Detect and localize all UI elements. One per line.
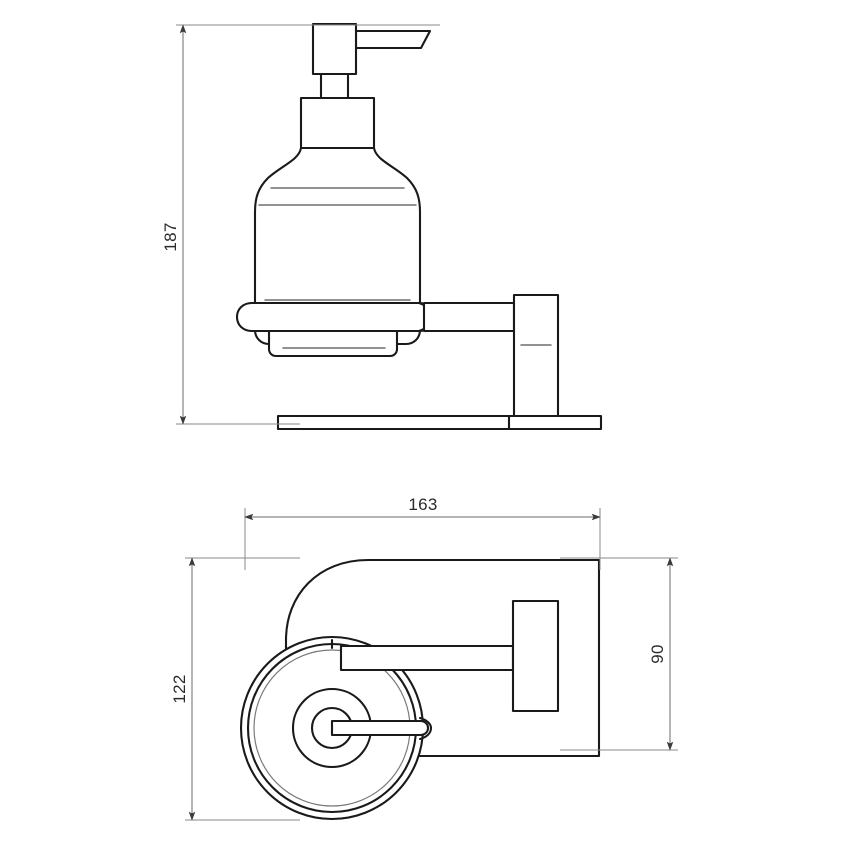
pump-head-block bbox=[311, 22, 358, 76]
side-plan-view: 163 122 90 bbox=[170, 495, 678, 821]
front-elevation-view: 187 bbox=[161, 22, 603, 431]
dimension-163-label: 163 bbox=[408, 495, 437, 514]
wall-plate-post bbox=[512, 293, 560, 421]
dimension-90: 90 bbox=[560, 557, 678, 751]
body-outline bbox=[284, 558, 601, 758]
pump-nozzle bbox=[354, 29, 432, 50]
dimension-163: 163 bbox=[244, 495, 601, 570]
dimension-187-label: 187 bbox=[161, 222, 180, 251]
dimension-90-label: 90 bbox=[648, 644, 667, 664]
holder-bar bbox=[330, 716, 433, 741]
dimension-187: 187 bbox=[161, 24, 440, 425]
pump-stem bbox=[319, 72, 350, 100]
support-arm bbox=[422, 301, 516, 333]
plan-wall-plate bbox=[511, 599, 560, 713]
base-plate bbox=[276, 414, 603, 431]
dimension-122: 122 bbox=[170, 557, 300, 821]
plan-support-arm bbox=[339, 644, 515, 672]
bottle-body bbox=[253, 146, 422, 346]
holder-ring bbox=[235, 301, 441, 333]
dimension-122-label: 122 bbox=[170, 674, 189, 703]
